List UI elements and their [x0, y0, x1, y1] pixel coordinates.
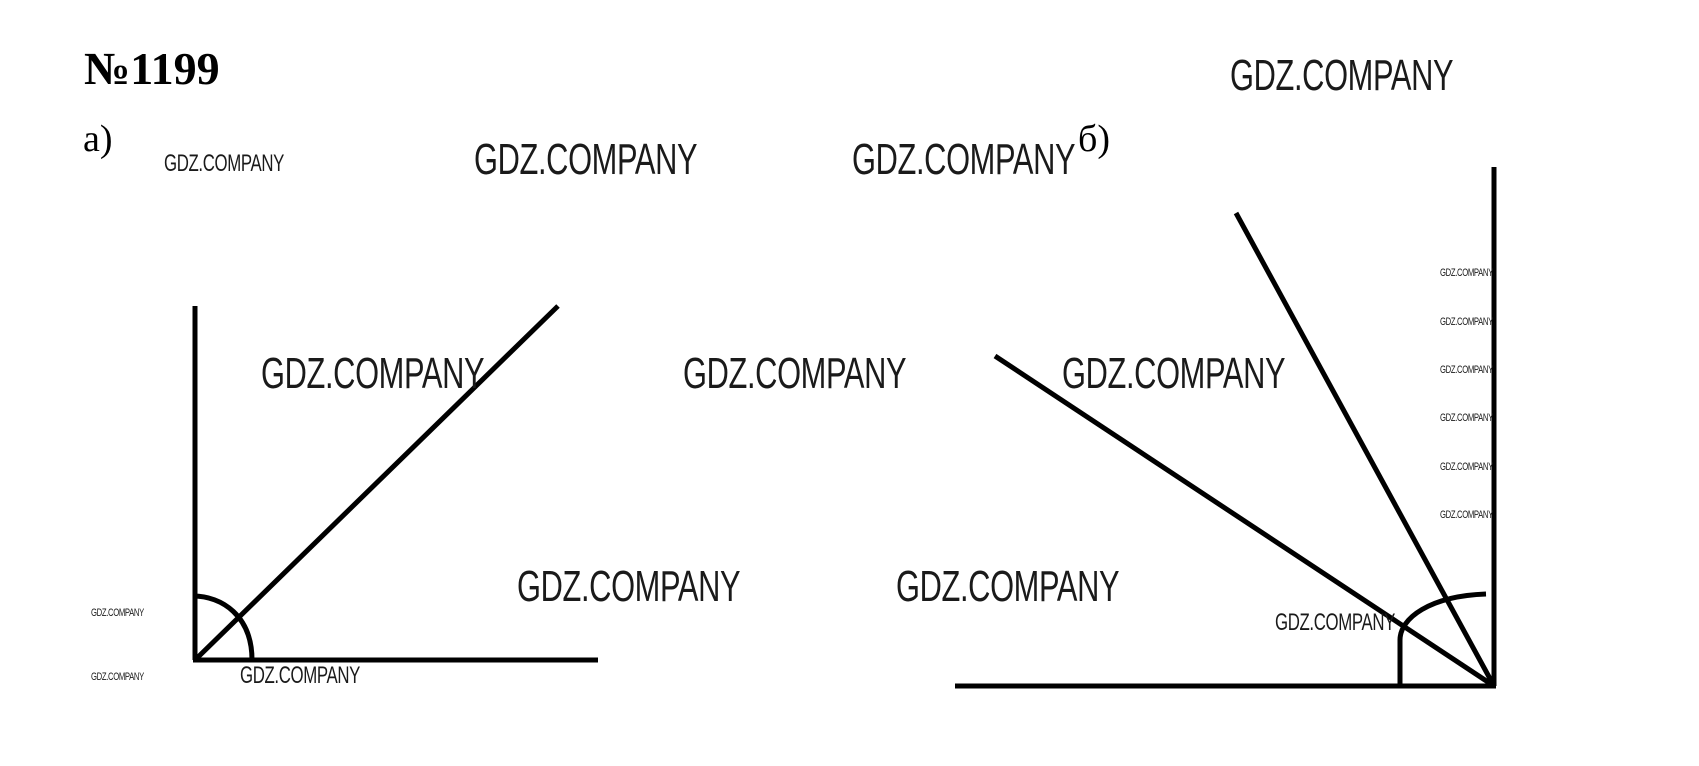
watermark: GDZ.COMPANY	[91, 671, 144, 683]
watermark: GDZ.COMPANY	[1440, 364, 1493, 376]
watermark: GDZ.COMPANY	[852, 135, 1076, 184]
watermark: GDZ.COMPANY	[896, 562, 1120, 611]
watermark: GDZ.COMPANY	[91, 607, 144, 619]
figure-a	[192, 304, 598, 663]
watermark: GDZ.COMPANY	[1440, 316, 1493, 328]
figure-b-shallow-ray	[993, 353, 1496, 689]
watermark: GDZ.COMPANY	[1440, 412, 1493, 424]
watermark: GDZ.COMPANY	[261, 349, 485, 398]
part-a-label: а)	[83, 118, 113, 160]
figure-a-angle-arc	[192, 593, 255, 661]
watermark: GDZ.COMPANY	[683, 349, 907, 398]
watermark: GDZ.COMPANY	[474, 135, 698, 184]
figure-a-diagonal-ray	[193, 304, 560, 662]
watermark: GDZ.COMPANY	[517, 562, 741, 611]
watermark: GDZ.COMPANY	[1275, 609, 1395, 636]
figure-b-steep-ray	[1233, 211, 1497, 688]
watermark: GDZ.COMPANY	[1062, 349, 1286, 398]
watermark: GDZ.COMPANY	[164, 150, 284, 177]
figure-b	[955, 167, 1497, 689]
watermark: GDZ.COMPANY	[1440, 509, 1493, 521]
watermark: GDZ.COMPANY	[1440, 461, 1493, 473]
watermark: GDZ.COMPANY	[1230, 51, 1454, 100]
watermark: GDZ.COMPANY	[1440, 267, 1493, 279]
figure-b-angle-arc	[1397, 591, 1487, 686]
watermark: GDZ.COMPANY	[240, 662, 360, 689]
part-b-label: б)	[1078, 118, 1110, 160]
problem-number: №1199	[84, 43, 220, 94]
